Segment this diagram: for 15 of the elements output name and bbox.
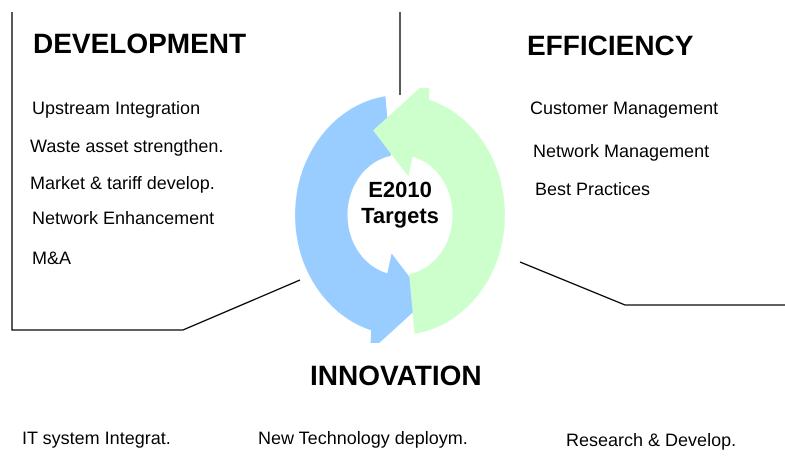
region-heading: EFFICIENCY xyxy=(527,30,694,62)
region-heading: DEVELOPMENT xyxy=(33,28,246,60)
list-item: Network Management xyxy=(533,140,710,162)
list-item: Network Enhancement xyxy=(32,207,214,229)
list-item: New Technology deploym. xyxy=(258,427,468,449)
list-item: Best Practices xyxy=(535,178,650,200)
list-item: IT system Integrat. xyxy=(22,427,171,449)
list-item: Research & Develop. xyxy=(566,429,736,451)
list-item: Customer Management xyxy=(530,97,718,119)
region-heading: INNOVATION xyxy=(310,360,482,392)
list-item: M&A xyxy=(32,247,72,269)
hub-label: E2010 Targets xyxy=(360,177,440,229)
list-item: Upstream Integration xyxy=(32,97,200,119)
list-item: Market & tariff develop. xyxy=(30,172,215,194)
list-item: Waste asset strengthen. xyxy=(30,135,224,157)
